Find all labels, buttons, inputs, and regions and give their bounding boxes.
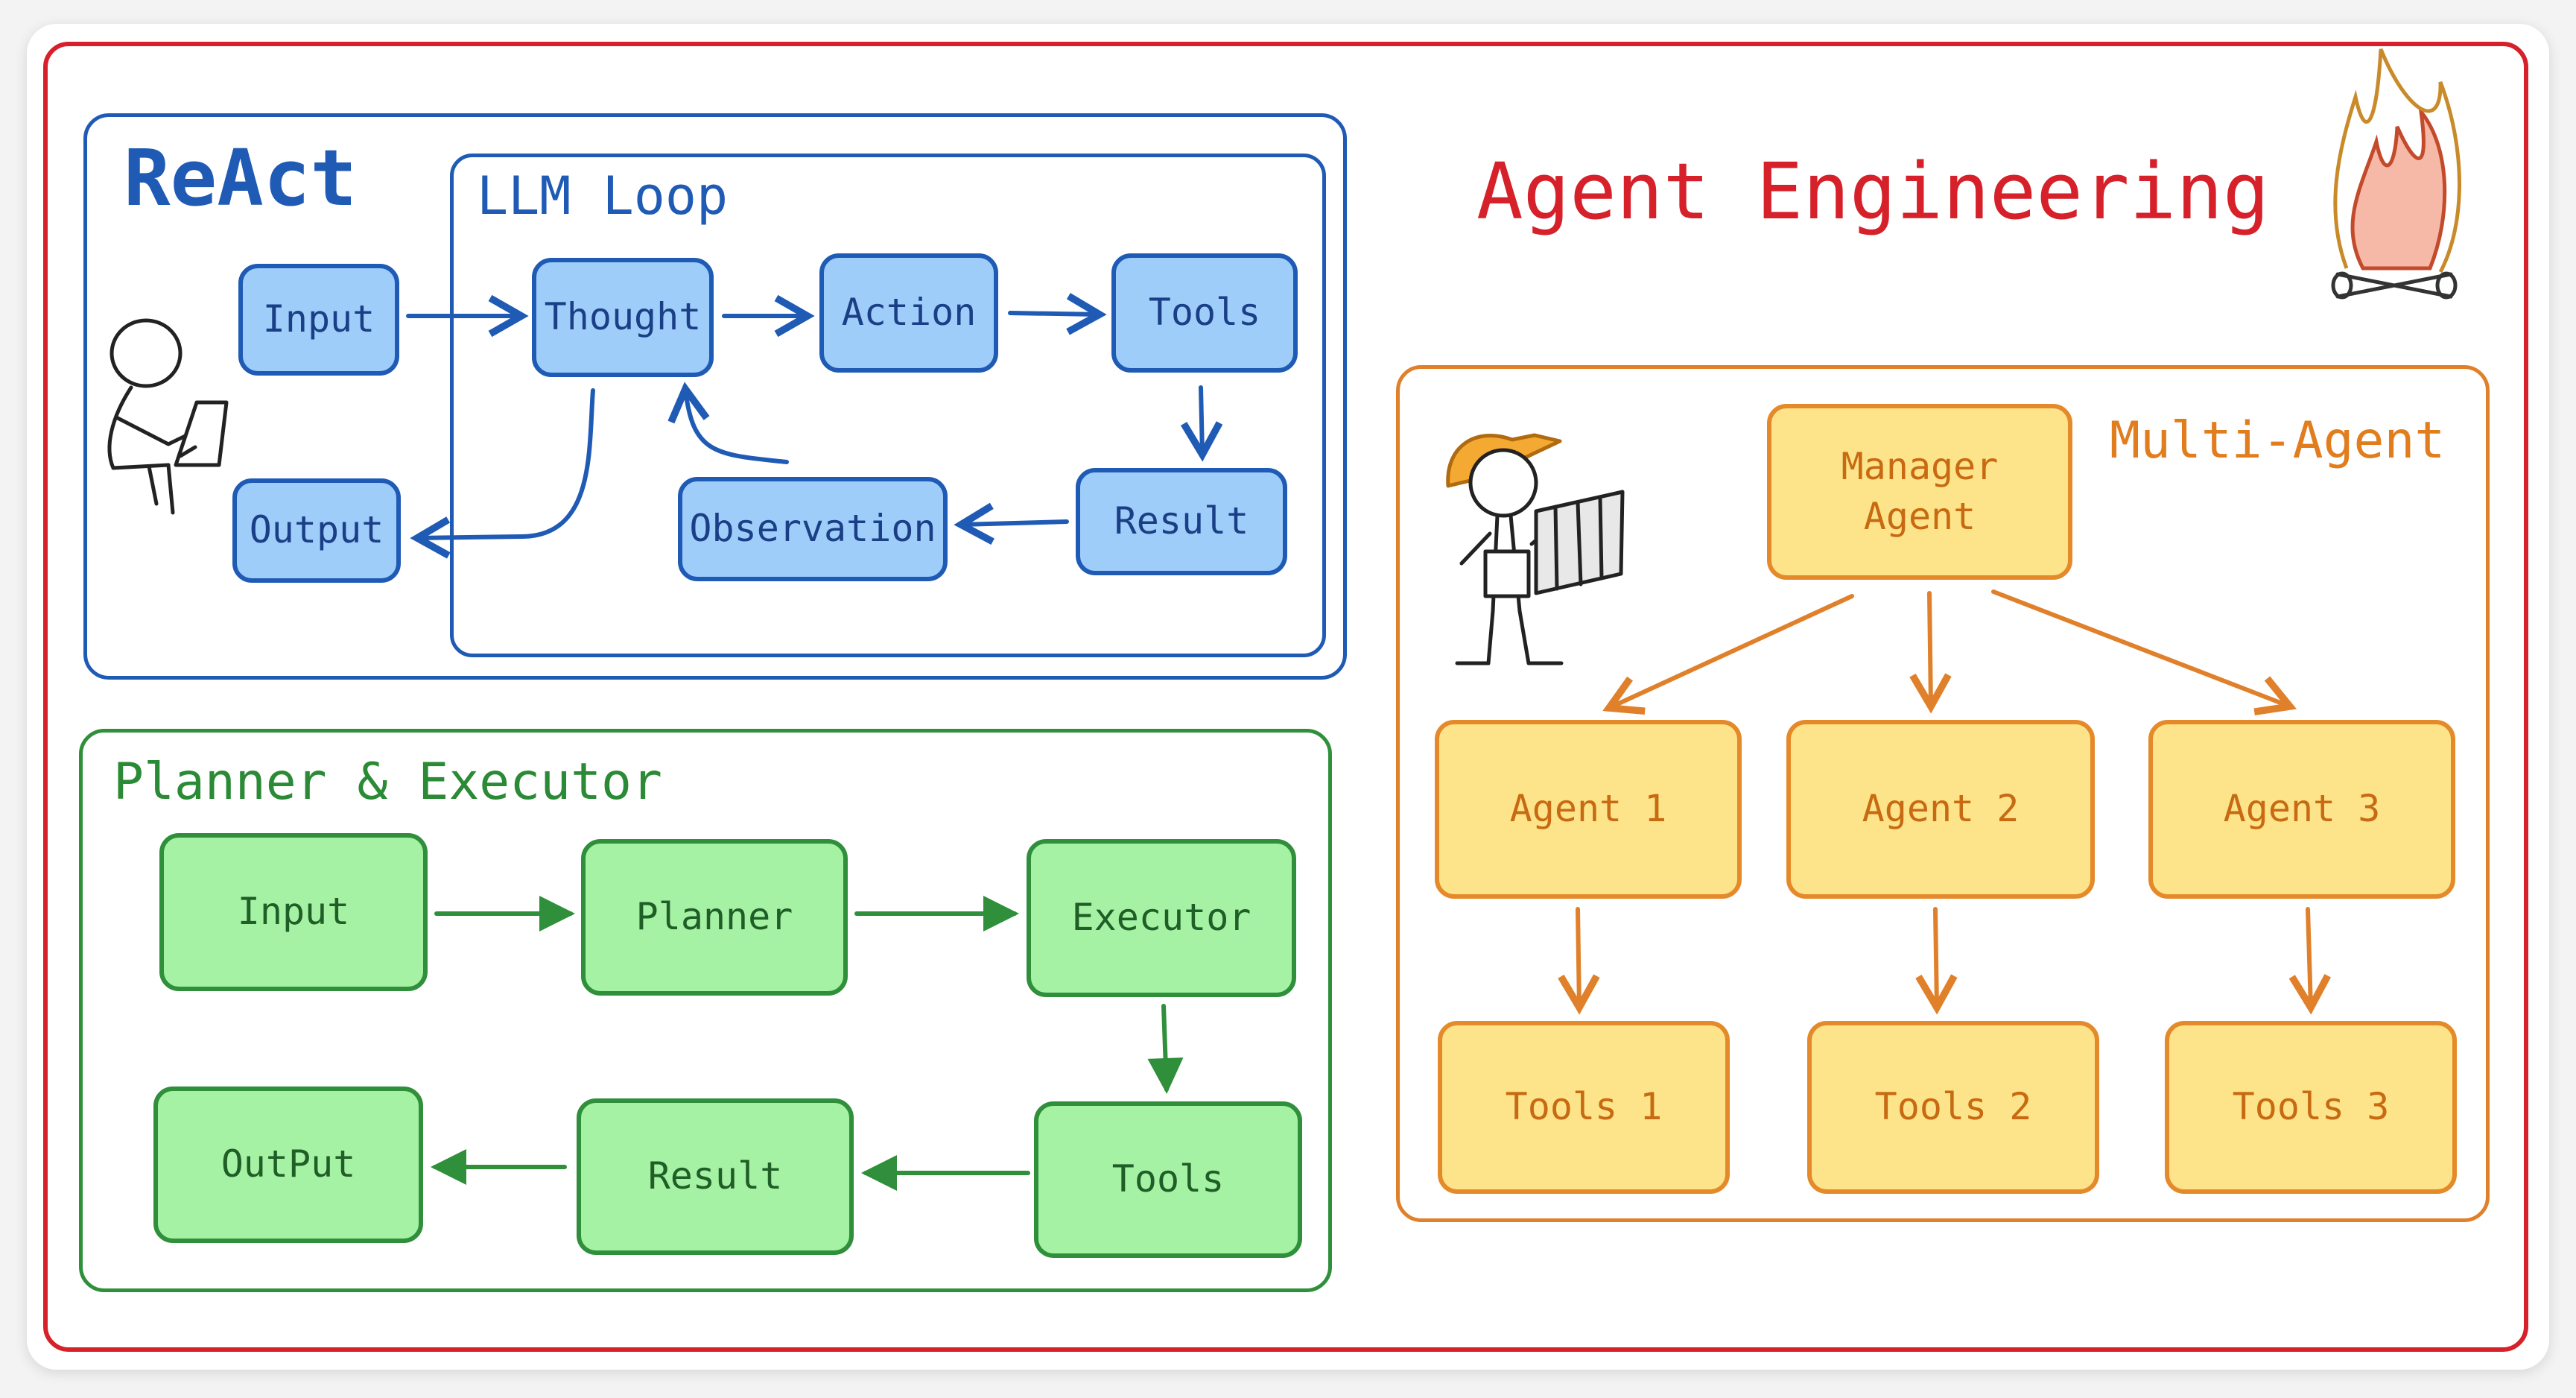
- planner-executor-region: [79, 729, 1332, 1292]
- multi-agent-title: Multi-Agent: [2110, 411, 2446, 470]
- react-region: [83, 113, 1347, 680]
- agent-node-1: Agent 1: [1435, 720, 1742, 899]
- react-tools-node: Tools: [1111, 253, 1298, 373]
- tools-node-1: Tools 1: [1438, 1021, 1730, 1194]
- planner-input-node: Input: [159, 833, 428, 991]
- planner-executor-title: Planner & Executor: [113, 753, 662, 812]
- planner-result-node: Result: [577, 1098, 854, 1255]
- tools-node-3: Tools 3: [2165, 1021, 2457, 1194]
- agent-node-2: Agent 2: [1786, 720, 2095, 899]
- react-title: ReAct: [124, 133, 358, 224]
- react-result-node: Result: [1076, 468, 1287, 575]
- manager-agent-node: Manager Agent: [1767, 404, 2072, 580]
- agent-node-3: Agent 3: [2148, 720, 2455, 899]
- planner-node: Planner: [581, 839, 848, 996]
- tools-node-2: Tools 2: [1807, 1021, 2099, 1194]
- executor-node: Executor: [1027, 839, 1296, 997]
- multi-agent-region: [1396, 365, 2490, 1222]
- planner-output-node: OutPut: [153, 1087, 423, 1243]
- react-output-node: Output: [232, 478, 401, 583]
- react-thought-node: Thought: [532, 258, 714, 377]
- llm-loop-title: LLM Loop: [477, 165, 729, 227]
- planner-tools-node: Tools: [1034, 1101, 1302, 1258]
- page-title: Agent Engineering: [1476, 146, 2270, 237]
- outer-frame: [43, 42, 2528, 1352]
- llm-loop-region: [450, 154, 1326, 657]
- react-action-node: Action: [819, 253, 998, 373]
- react-observation-node: Observation: [678, 477, 948, 581]
- react-input-node: Input: [238, 264, 399, 376]
